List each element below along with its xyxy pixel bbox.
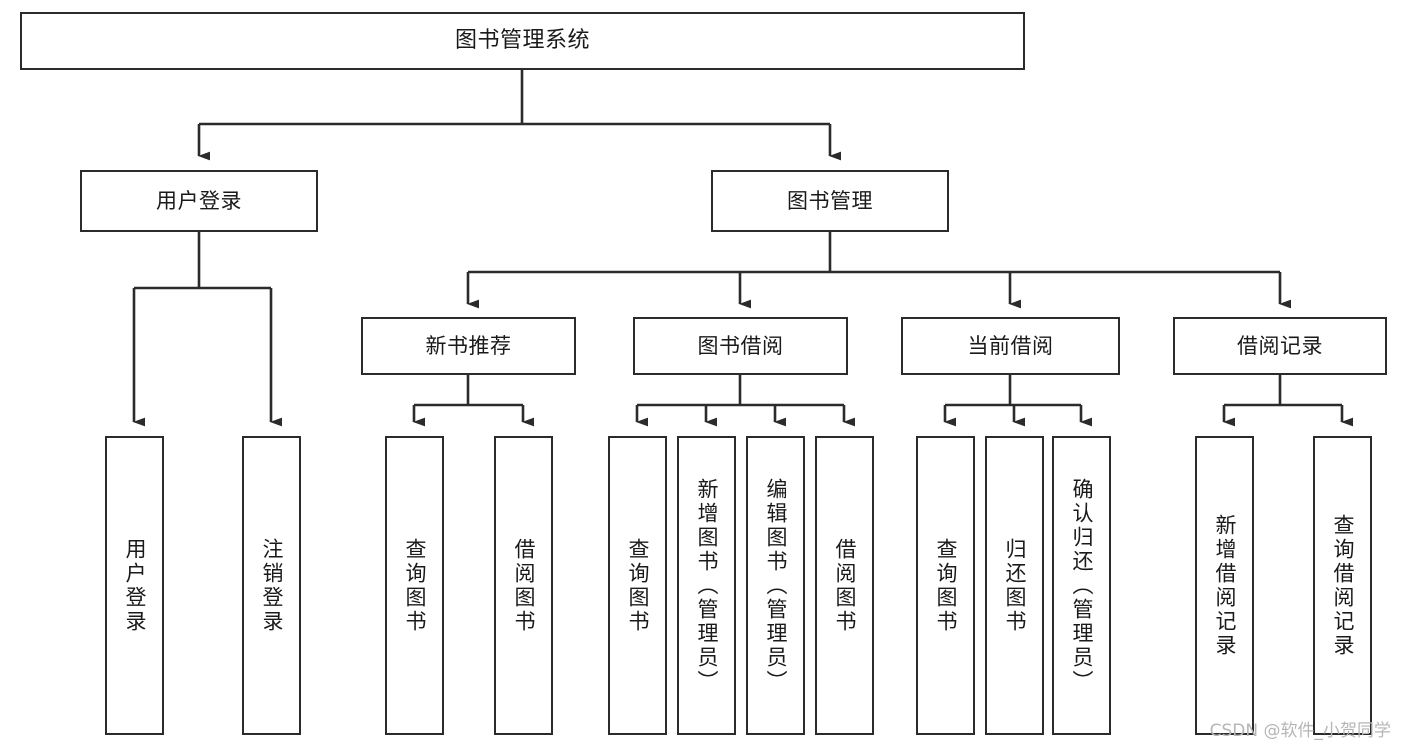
node-root-book-management-system[interactable]: 图书管理系统: [20, 12, 1025, 70]
node-current-borrow[interactable]: 当前借阅: [901, 317, 1120, 375]
node-label: 注销登录: [260, 537, 284, 634]
node-book-borrow[interactable]: 图书借阅: [633, 317, 848, 375]
leaf-add-borrow-record[interactable]: 新增借阅记录: [1195, 436, 1254, 735]
leaf-borrow-book[interactable]: 借阅图书: [815, 436, 874, 735]
node-label: 查询图书: [934, 537, 958, 634]
node-label: 查询图书: [626, 537, 650, 634]
node-user-login[interactable]: 用户登录: [80, 170, 318, 232]
leaf-query-book-borrow[interactable]: 查询图书: [608, 436, 667, 735]
node-label: 图书借阅: [697, 333, 784, 358]
node-label: 当前借阅: [967, 333, 1054, 358]
leaf-query-book-rec[interactable]: 查询图书: [385, 436, 444, 735]
node-label: 图书管理系统: [454, 28, 590, 54]
leaf-query-borrow-record[interactable]: 查询借阅记录: [1313, 436, 1372, 735]
node-borrow-record[interactable]: 借阅记录: [1173, 317, 1387, 375]
node-label: 借阅图书: [833, 537, 857, 634]
node-label: 用户登录: [123, 537, 147, 634]
node-label: 新增借阅记录: [1213, 513, 1237, 658]
node-label: 借阅图书: [512, 537, 536, 634]
node-label: 借阅记录: [1237, 333, 1323, 358]
node-label: 归还图书: [1003, 537, 1027, 634]
node-label: 确认归还（管理员）: [1070, 477, 1094, 694]
node-label: 图书管理: [787, 188, 873, 213]
node-label: 编辑图书（管理员）: [764, 477, 788, 694]
leaf-borrow-book-rec[interactable]: 借阅图书: [494, 436, 553, 735]
leaf-logout[interactable]: 注销登录: [242, 436, 301, 735]
node-label: 查询借阅记录: [1331, 513, 1355, 658]
leaf-user-login[interactable]: 用户登录: [105, 436, 164, 735]
leaf-confirm-return-admin[interactable]: 确认归还（管理员）: [1052, 436, 1111, 735]
node-label: 用户登录: [156, 188, 242, 213]
leaf-return-book[interactable]: 归还图书: [985, 436, 1044, 735]
leaf-query-book-current[interactable]: 查询图书: [916, 436, 975, 735]
node-label: 新书推荐: [425, 333, 512, 358]
node-new-book-recommend[interactable]: 新书推荐: [361, 317, 576, 375]
leaf-edit-book-admin[interactable]: 编辑图书（管理员）: [746, 436, 805, 735]
csdn-watermark: CSDN @软件_小贺同学: [1209, 721, 1391, 741]
node-label: 新增图书（管理员）: [695, 477, 719, 694]
leaf-add-book-admin[interactable]: 新增图书（管理员）: [677, 436, 736, 735]
node-label: 查询图书: [403, 537, 427, 634]
node-book-management[interactable]: 图书管理: [711, 170, 949, 232]
